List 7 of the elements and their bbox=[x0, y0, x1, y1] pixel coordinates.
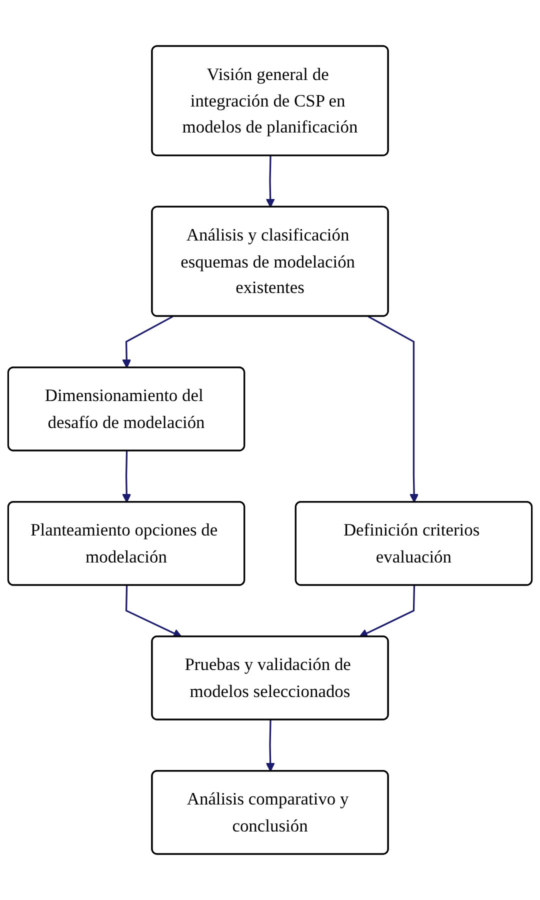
arrow bbox=[266, 156, 275, 208]
arrow bbox=[266, 720, 275, 772]
arrow bbox=[125, 586, 182, 638]
arrow bbox=[122, 451, 132, 503]
arrow bbox=[358, 586, 416, 638]
arrow bbox=[368, 316, 419, 503]
arrow bbox=[122, 316, 174, 368]
